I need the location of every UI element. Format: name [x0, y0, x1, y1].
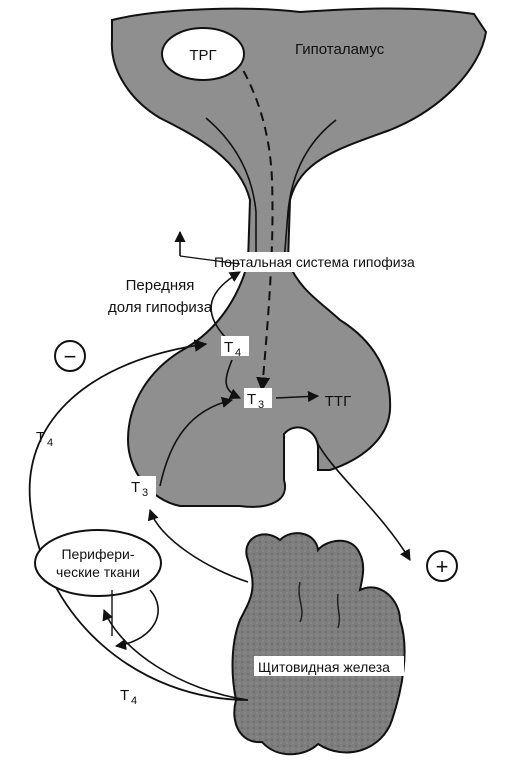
anterior-label-line1: Передняя	[126, 277, 195, 294]
t3-lower-to-pit-arrow	[159, 396, 234, 487]
periph-label-line1: Перифери-	[61, 546, 134, 562]
t4-left-letter: Т	[36, 429, 45, 446]
hypothalamus-shape	[110, 7, 488, 508]
t4-pit-letter: Т	[224, 339, 233, 356]
minus-sign: −	[64, 344, 77, 369]
stalk-line-left	[205, 117, 257, 262]
t4-lower-letter: Т	[120, 687, 129, 704]
t4-pit-sub: 4	[235, 347, 241, 359]
trg-ellipse	[161, 27, 245, 81]
ttg-label: ТТГ	[325, 393, 351, 410]
thyroid-label-bg	[254, 656, 404, 676]
portal-dashed-line	[235, 57, 274, 392]
portal-label: Портальная система гипофиза	[214, 254, 415, 270]
t4-left-sub: 4	[47, 437, 53, 449]
portal-label-bg	[210, 252, 370, 272]
t3-pit-letter: Т	[247, 391, 256, 408]
thyroid-notch	[298, 581, 303, 623]
thyroid-notch-2	[336, 593, 341, 629]
thyroid-shape	[231, 532, 406, 756]
periph-label-line2: ческие ткани	[56, 564, 140, 580]
stalk-line-right	[283, 119, 337, 263]
t4-left-up-line	[179, 255, 241, 265]
ttg-to-thyroid-line	[315, 439, 411, 561]
trg-label: ТРГ	[189, 47, 216, 64]
t3-from-thyroid-arrow	[147, 508, 249, 583]
t3-lower-letter: Т	[131, 479, 140, 496]
t4-feedback-loop	[28, 339, 249, 701]
t4-to-t3-arrow	[225, 359, 242, 400]
plus-circle-icon	[426, 550, 458, 582]
hypothalamus-label: Гипоталамус	[295, 41, 385, 58]
t3-box	[244, 388, 272, 408]
anterior-label-line2: доля гипофиза	[108, 299, 213, 316]
t4-lower-arrow	[102, 608, 249, 701]
t3-lower-box	[128, 476, 156, 496]
t3-to-ttg-arrow	[275, 390, 320, 403]
t4-lower-sub: 4	[131, 695, 137, 707]
t3-lower-sub: 3	[142, 487, 148, 499]
t4-box	[221, 336, 249, 356]
thyroid-label: Щитовидная железа	[258, 659, 390, 675]
t3-pit-sub: 3	[258, 399, 264, 411]
periph-ellipse	[34, 529, 162, 597]
plus-sign: +	[436, 554, 449, 579]
minus-circle-icon	[54, 340, 86, 372]
t4-up-arrow	[210, 271, 241, 339]
